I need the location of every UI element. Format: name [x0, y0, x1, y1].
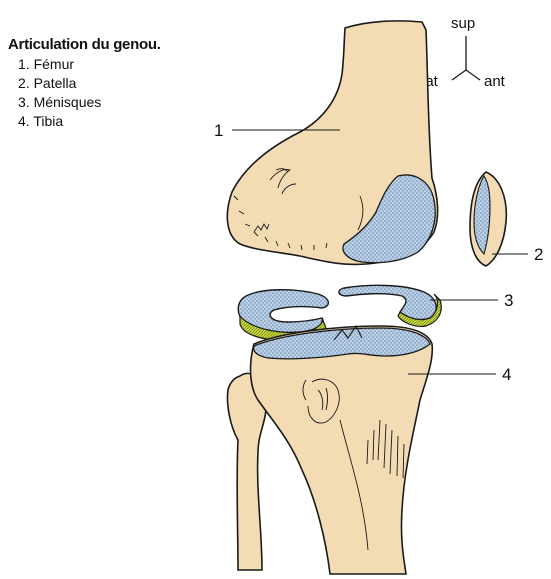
- orientation-ant-label: ant: [484, 73, 506, 90]
- callout-3: 3: [504, 291, 513, 310]
- tibia: [251, 326, 433, 574]
- callout-1: 1: [214, 121, 223, 140]
- orientation-sup-label: sup: [451, 15, 475, 32]
- callout-2: 2: [534, 245, 543, 264]
- callout-4: 4: [502, 365, 511, 384]
- patella: [470, 172, 506, 266]
- orientation-indicator: sup lat ant: [422, 15, 506, 90]
- femur: [227, 21, 437, 265]
